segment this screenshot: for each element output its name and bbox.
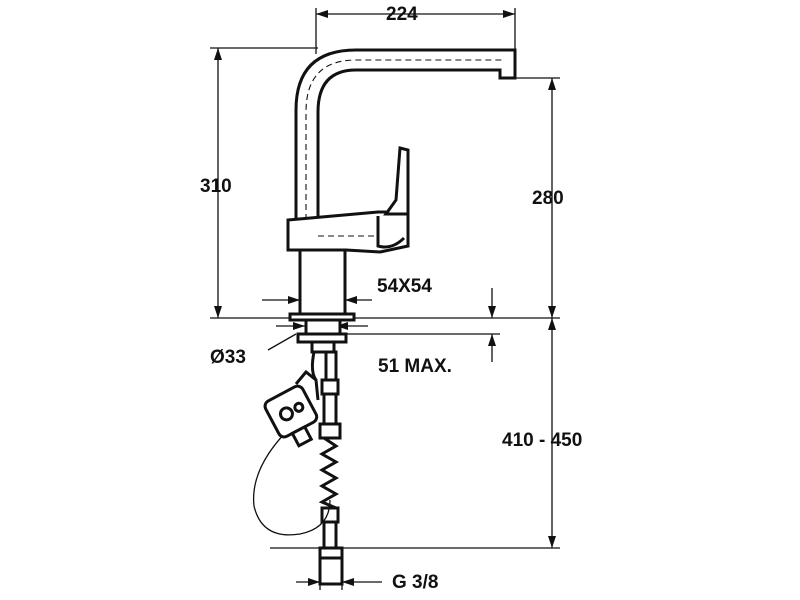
label-deck-thickness: 51 MAX. xyxy=(378,356,452,377)
dim-under-sink-length xyxy=(548,318,556,548)
faucet-base xyxy=(298,248,347,316)
connection-nut xyxy=(318,546,344,586)
dim-deck-thickness xyxy=(488,288,496,362)
label-hole-diameter: Ø33 xyxy=(210,347,246,368)
label-spout-reach: 224 xyxy=(386,4,418,25)
dim-total-height xyxy=(214,48,222,318)
dim-base-size xyxy=(262,296,372,304)
label-outlet-height: 280 xyxy=(532,188,564,209)
dim-connection-thread xyxy=(296,578,382,586)
hose-loop xyxy=(252,431,331,536)
label-total-height: 310 xyxy=(200,176,232,197)
extension-lines xyxy=(210,8,560,590)
faucet-spout xyxy=(294,48,517,222)
flexible-supply-hose xyxy=(318,436,340,510)
under-deck-assembly xyxy=(252,318,348,586)
label-connection-thread: G 3/8 xyxy=(392,572,438,593)
label-base-size: 54X54 xyxy=(377,276,432,297)
hose-weight xyxy=(263,384,319,448)
dim-hole-diameter xyxy=(267,322,368,351)
faucet xyxy=(286,48,517,322)
dim-spout-reach xyxy=(316,10,515,18)
faucet-lever xyxy=(383,146,410,216)
label-under-sink-length: 410 - 450 xyxy=(502,430,582,451)
dim-outlet-height xyxy=(548,78,556,318)
